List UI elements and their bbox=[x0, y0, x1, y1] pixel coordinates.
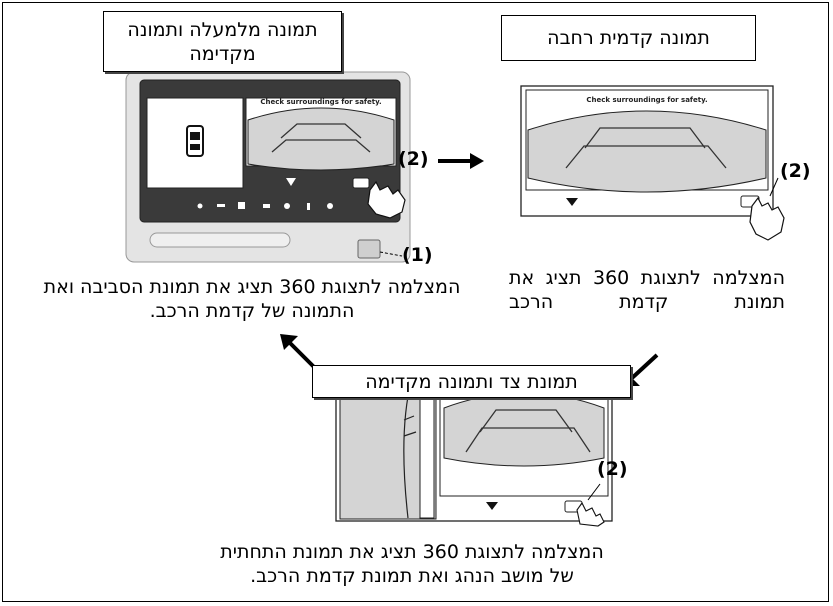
step-label-1: (1) bbox=[402, 244, 433, 266]
bottom-caption: המצלמה לתצוגת 360 תציג את תמונת התחתית ש… bbox=[220, 541, 604, 587]
top-right-screen-text: Check surroundings for safety. bbox=[586, 96, 707, 104]
top-right-title: תמונה קדמית רחבה bbox=[501, 15, 756, 61]
top-left-caption: המצלמה לתצוגת 360 תציג את תמונת הסביבה ו… bbox=[43, 276, 461, 322]
top-left-screen-text: Check surroundings for safety. bbox=[260, 98, 381, 106]
step-label-2-top-right: (2) bbox=[780, 160, 811, 182]
top-right-caption: המצלמה לתצוגת 360 תציג את תמונת קדמת הרכ… bbox=[509, 267, 785, 313]
top-left-title-text: תמונה מלמעלה ותמונה מקדימה bbox=[127, 18, 318, 65]
bottom-title-text: תמונת צד ותמונה מקדימה bbox=[365, 370, 578, 393]
top-left-title: תמונה מלמעלה ותמונה מקדימה bbox=[103, 11, 342, 72]
top-right-title-text: תמונה קדמית רחבה bbox=[547, 27, 710, 49]
step-label-2-top-left: (2) bbox=[398, 148, 429, 170]
step-label-2-bottom: (2) bbox=[597, 458, 628, 480]
bottom-title: תמונת צד ותמונה מקדימה bbox=[312, 365, 631, 398]
